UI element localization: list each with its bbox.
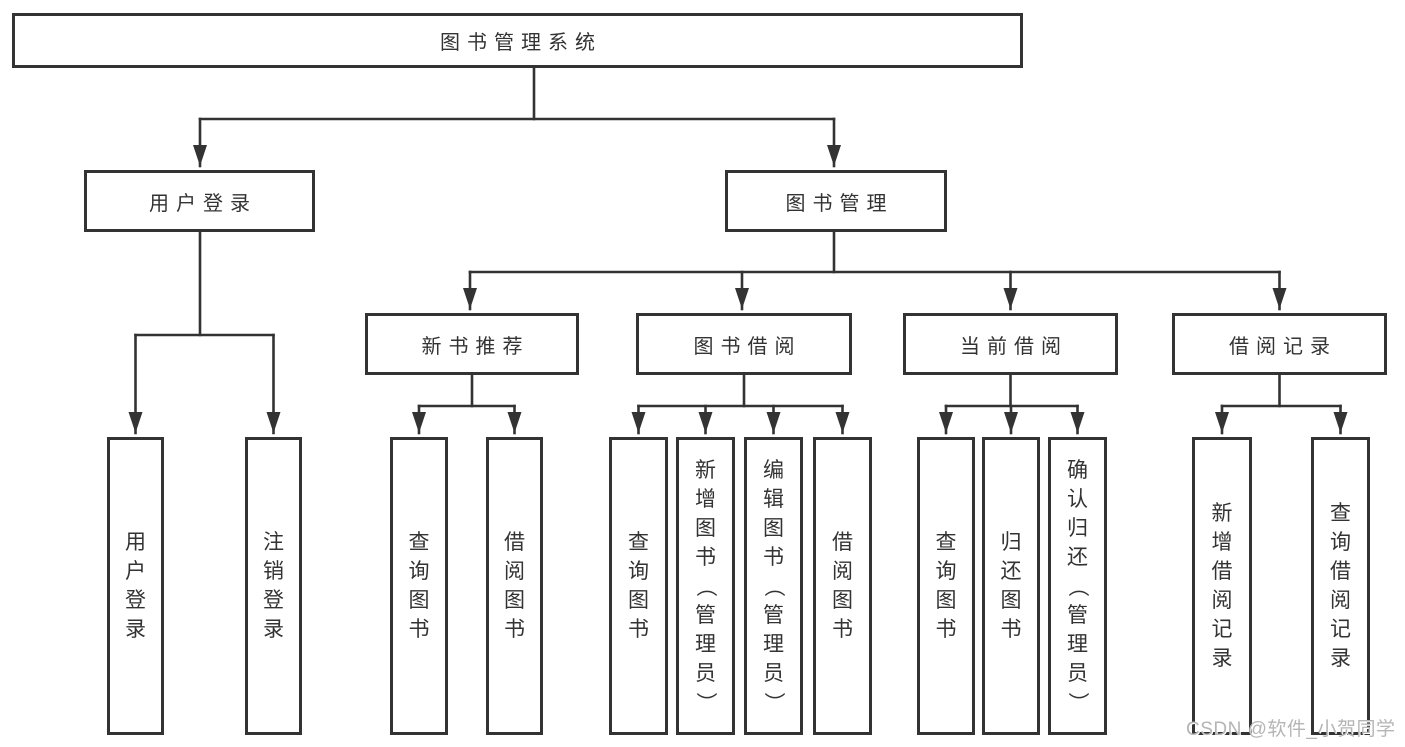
node-library-management-system: 图书管理系统: [12, 13, 1023, 68]
leaf-return-books: 归还图书: [982, 437, 1040, 735]
leaf-edit-book-admin: 编辑图书（管理员）: [744, 437, 803, 735]
leaf-query-books-newbook: 查询图书: [390, 437, 448, 735]
leaf-user-login: 用户登录: [107, 437, 164, 735]
node-new-book-recommendation: 新书推荐: [365, 313, 579, 375]
watermark: CSDN @软件_小贺同学: [1186, 719, 1396, 740]
node-book-management: 图书管理: [725, 170, 947, 232]
node-book-borrowing: 图书借阅: [636, 313, 852, 375]
leaf-borrow-books: 借阅图书: [813, 437, 872, 735]
leaf-logout: 注销登录: [245, 437, 302, 735]
leaf-add-book-admin: 新增图书（管理员）: [676, 437, 735, 735]
leaf-query-books-current: 查询图书: [917, 437, 975, 735]
leaf-borrow-books-newbook: 借阅图书: [486, 437, 543, 735]
leaf-query-borrow-record: 查询借阅记录: [1311, 437, 1370, 735]
leaf-confirm-return-admin: 确认归还（管理员）: [1048, 437, 1107, 735]
node-borrowing-records: 借阅记录: [1172, 313, 1387, 375]
leaf-add-borrow-record: 新增借阅记录: [1192, 437, 1252, 735]
leaf-query-books-borrow: 查询图书: [609, 437, 668, 735]
node-current-borrowing: 当前借阅: [903, 313, 1118, 375]
node-user-login: 用户登录: [84, 170, 315, 232]
